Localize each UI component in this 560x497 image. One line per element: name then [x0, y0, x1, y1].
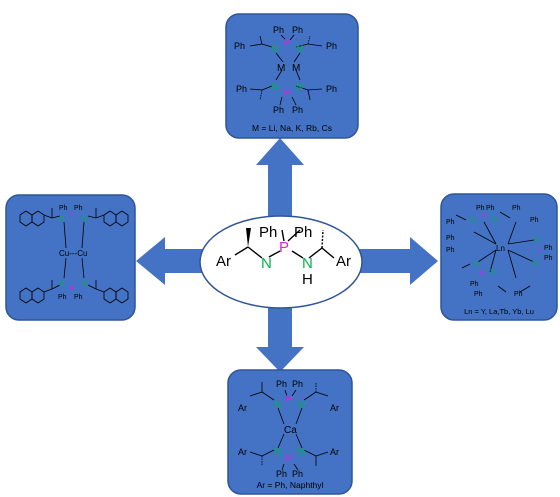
- left-p-1: P: [70, 211, 75, 218]
- arrow-left: [136, 237, 208, 285]
- left-ph-1: Ph: [59, 205, 68, 212]
- bottom-p-2: P: [286, 454, 293, 465]
- right-n-2: N: [492, 217, 497, 224]
- bottom-caption: Ar = Ph, Naphthyl: [257, 480, 324, 490]
- right-ph-3: Ph: [512, 205, 521, 212]
- right-ph-9: Ph: [544, 255, 553, 262]
- center-p: P: [279, 239, 289, 256]
- bottom-n-4: N: [298, 447, 305, 458]
- top-m-1: M: [277, 63, 285, 74]
- right-ph-5: Ph: [530, 217, 539, 224]
- right-panel-box: [440, 193, 558, 321]
- center-h: H: [302, 271, 313, 288]
- bottom-ph-3: Ph: [276, 469, 287, 479]
- bottom-ar-1: Ar: [238, 403, 247, 413]
- center-ar-right: Ar: [336, 253, 351, 270]
- center-ph-right: Ph: [294, 224, 312, 241]
- left-p-2: P: [70, 286, 75, 293]
- right-ph-4: Ph: [446, 219, 455, 226]
- top-ph-5: Ph: [236, 84, 247, 94]
- top-caption: M = Li, Na, K, Rb, Cs: [252, 123, 332, 133]
- right-n-3: N: [534, 237, 539, 244]
- center-ar-left: Ar: [216, 253, 231, 270]
- bottom-panel: Ph Ph Ar Ar N P N Ca N P N Ar Ar Ph Ph A…: [227, 369, 353, 495]
- center-n-left: N: [261, 255, 272, 272]
- arrows: [136, 138, 438, 372]
- top-panel-box: [225, 13, 359, 139]
- right-ph-1: Ph: [476, 205, 485, 212]
- center-ph-left: Ph: [259, 224, 277, 241]
- bottom-ph-2: Ph: [292, 379, 303, 389]
- left-ph-2: Ph: [74, 205, 83, 212]
- top-n-4: N: [296, 82, 303, 93]
- top-p-2: P: [284, 88, 291, 99]
- right-ph-8: Ph: [544, 245, 553, 252]
- right-ln: Ln: [496, 244, 505, 253]
- top-ph-8: Ph: [292, 105, 303, 115]
- center-n-right: N: [302, 255, 313, 272]
- left-cu-cu: Cu---Cu: [59, 249, 87, 258]
- bottom-ar-2: Ar: [330, 403, 339, 413]
- top-ph-2: Ph: [292, 25, 303, 35]
- right-n-4: N: [532, 261, 537, 268]
- arrow-right: [354, 237, 438, 285]
- right-ph-12: Ph: [514, 291, 523, 298]
- right-p-3: P: [480, 271, 485, 278]
- right-n-5: N: [474, 261, 479, 268]
- top-ph-7: Ph: [273, 105, 284, 115]
- right-n-1: N: [470, 217, 475, 224]
- bottom-n-2: N: [298, 400, 305, 411]
- bottom-p-1: P: [286, 394, 293, 405]
- right-caption: Ln = Y, La,Tb, Yb, Lu: [464, 307, 534, 316]
- top-ph-4: Ph: [326, 41, 337, 51]
- arrow-up: [256, 138, 304, 222]
- top-ph-3: Ph: [234, 41, 245, 51]
- left-n-4: N: [82, 281, 87, 288]
- top-n-3: N: [271, 82, 278, 93]
- top-ph-6: Ph: [326, 84, 337, 94]
- right-p-1: P: [482, 213, 487, 220]
- top-p-1: P: [284, 38, 291, 49]
- center-ellipse: [199, 215, 363, 309]
- top-n-1: N: [271, 44, 278, 55]
- left-panel: Ph Ph N P N Cu---Cu N P N Ph Ph: [5, 194, 136, 321]
- left-n-3: N: [59, 281, 64, 288]
- right-n-6: N: [490, 269, 495, 276]
- top-m-2: M: [292, 63, 300, 74]
- right-ph-2: Ph: [486, 205, 495, 212]
- bottom-ph-4: Ph: [292, 469, 303, 479]
- bottom-n-1: N: [274, 400, 281, 411]
- top-n-2: N: [296, 44, 303, 55]
- bottom-ar-4: Ar: [330, 447, 339, 457]
- bottom-ca: Ca: [284, 425, 297, 436]
- right-ph-11: Ph: [474, 291, 483, 298]
- center-ligand: Ar N Ph P Ph N H Ar: [199, 215, 363, 309]
- left-n-1: N: [59, 216, 64, 223]
- right-p-2: P: [538, 249, 543, 256]
- right-ph-7: Ph: [446, 247, 455, 254]
- top-ph-1: Ph: [273, 25, 284, 35]
- arrow-down: [256, 306, 304, 372]
- right-ph-10: Ph: [470, 281, 479, 288]
- bottom-n-3: N: [274, 447, 281, 458]
- left-ph-3: Ph: [58, 294, 67, 301]
- left-n-2: N: [82, 216, 87, 223]
- right-ph-6: Ph: [446, 235, 455, 242]
- bottom-ar-3: Ar: [238, 447, 247, 457]
- bottom-panel-box: [227, 369, 353, 495]
- top-panel: Ph Ph Ph Ph N P N M M N P N Ph Ph Ph Ph …: [225, 13, 359, 139]
- right-panel: Ph Ph Ph Ph Ph N P N Ph Ph Ln N P N Ph P…: [440, 193, 558, 321]
- bottom-ph-1: Ph: [276, 379, 287, 389]
- left-ph-4: Ph: [74, 294, 83, 301]
